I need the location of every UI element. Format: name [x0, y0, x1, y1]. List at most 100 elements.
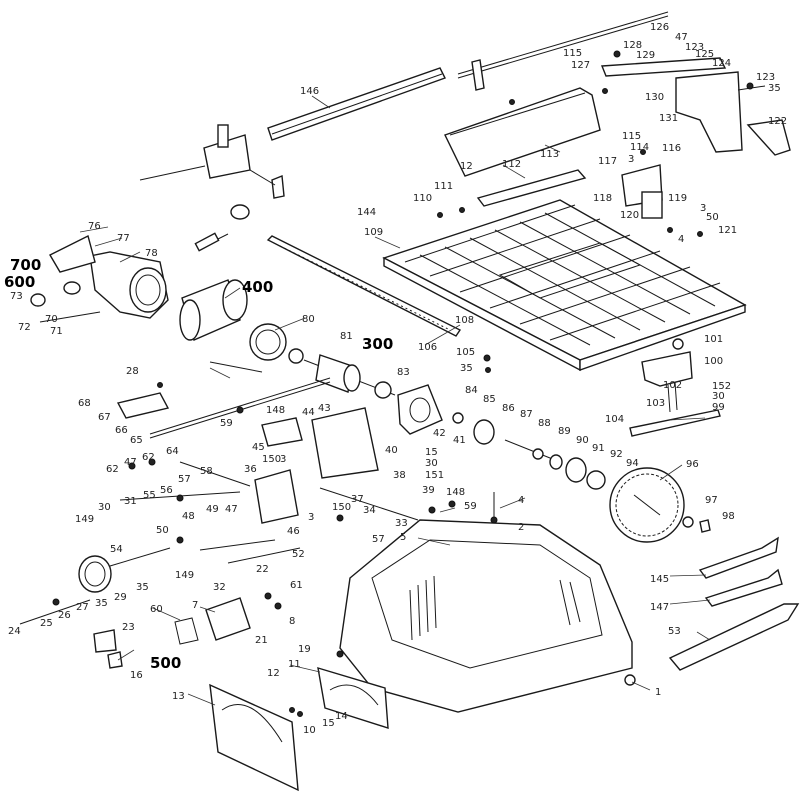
- part-label: 118: [593, 193, 612, 204]
- part-label: 110: [413, 193, 432, 204]
- part-label: 146: [300, 86, 319, 97]
- part-label: 49: [206, 504, 219, 515]
- gear-housing: [397, 384, 495, 445]
- part-label: 109: [364, 227, 383, 238]
- part-label: 21: [255, 635, 268, 646]
- assembly-label-600: 600: [4, 273, 35, 291]
- part-label: 73: [10, 291, 23, 302]
- part-label: 102: [663, 380, 682, 391]
- handwheel: [19, 547, 171, 625]
- part-label: 144: [357, 207, 376, 218]
- part-label: 58: [200, 466, 213, 477]
- part-label: 32: [213, 582, 226, 593]
- motor-stator: [179, 279, 287, 373]
- part-label: 24: [8, 626, 21, 637]
- fence-rail: [139, 67, 446, 199]
- part-label: 11: [288, 659, 301, 670]
- part-label: 3: [308, 512, 314, 523]
- part-label: 123: [756, 72, 775, 83]
- hardware: [52, 50, 754, 717]
- part-label: 25: [40, 618, 53, 629]
- part-label: 90: [576, 435, 589, 446]
- part-label: 23: [122, 622, 135, 633]
- part-label: 98: [722, 511, 735, 522]
- part-label: 148: [446, 487, 465, 498]
- part-label: 44: [302, 407, 315, 418]
- part-label: 78: [145, 248, 158, 259]
- part-label: 115: [622, 131, 641, 142]
- part-label: 33: [395, 518, 408, 529]
- arbor-shaft: [504, 439, 606, 490]
- part-label: 105: [456, 347, 475, 358]
- part-label: 29: [114, 592, 127, 603]
- part-label: 48: [182, 511, 195, 522]
- part-label: 16: [130, 670, 143, 681]
- part-label: 30: [425, 458, 438, 469]
- part-label: 111: [434, 181, 453, 192]
- part-label: 19: [298, 644, 311, 655]
- saw-blade: [609, 467, 711, 543]
- part-label: 89: [558, 426, 571, 437]
- part-label: 71: [50, 326, 63, 337]
- part-label: 108: [455, 315, 474, 326]
- riving-knife-bracket: [629, 338, 721, 437]
- part-label: 14: [335, 711, 348, 722]
- part-label: 88: [538, 418, 551, 429]
- part-label: 40: [385, 445, 398, 456]
- part-label: 53: [668, 626, 681, 637]
- part-label: 91: [592, 443, 605, 454]
- part-label: 100: [704, 356, 723, 367]
- part-label: 122: [768, 116, 787, 127]
- part-label: 65: [130, 435, 143, 446]
- part-label: 54: [110, 544, 123, 555]
- part-label: 62: [106, 464, 119, 475]
- part-label: 3: [628, 154, 634, 165]
- part-labels: 126 47 123 128 129 125 115 127 124 123 3…: [8, 22, 787, 736]
- part-label: 3: [280, 454, 286, 465]
- part-label: 22: [256, 564, 269, 575]
- bracket-112: [476, 164, 663, 219]
- part-label: 129: [636, 50, 655, 61]
- part-label: 56: [160, 485, 173, 496]
- part-label: 13: [172, 691, 185, 702]
- part-label: 35: [460, 363, 473, 374]
- bevel-scale-plate: [209, 667, 389, 792]
- part-label: 35: [136, 582, 149, 593]
- assembly-label-300: 300: [362, 335, 393, 353]
- part-label: 149: [175, 570, 194, 581]
- part-label: 46: [287, 526, 300, 537]
- part-label: 42: [433, 428, 446, 439]
- part-label: 70: [45, 314, 58, 325]
- part-label: 97: [705, 495, 718, 506]
- part-label: 55: [143, 490, 156, 501]
- part-label: 60: [150, 604, 163, 615]
- part-label: 12: [460, 161, 473, 172]
- part-label: 10: [303, 725, 316, 736]
- part-label: 47: [225, 504, 238, 515]
- part-label: 76: [88, 221, 101, 232]
- part-label: 45: [252, 442, 265, 453]
- part-label: 50: [706, 212, 719, 223]
- leader-lines: [79, 95, 711, 706]
- part-label: 85: [483, 394, 496, 405]
- part-label: 2: [518, 522, 524, 533]
- saw-base: [339, 492, 636, 713]
- part-label: 66: [115, 425, 128, 436]
- part-label: 150: [332, 502, 351, 513]
- part-label: 87: [520, 409, 533, 420]
- part-label: 124: [712, 58, 731, 69]
- part-label: 64: [166, 446, 179, 457]
- bevel-bracket: [116, 377, 379, 524]
- part-label: 3: [700, 203, 706, 214]
- part-label: 26: [58, 610, 71, 621]
- part-label: 113: [540, 149, 559, 160]
- part-label: 12: [267, 668, 280, 679]
- part-label: 151: [425, 470, 444, 481]
- part-label: 106: [418, 342, 437, 353]
- part-label: 67: [98, 412, 111, 423]
- part-label: 86: [502, 403, 515, 414]
- part-label: 131: [659, 113, 678, 124]
- part-label: 62: [142, 452, 155, 463]
- part-label: 96: [686, 459, 699, 470]
